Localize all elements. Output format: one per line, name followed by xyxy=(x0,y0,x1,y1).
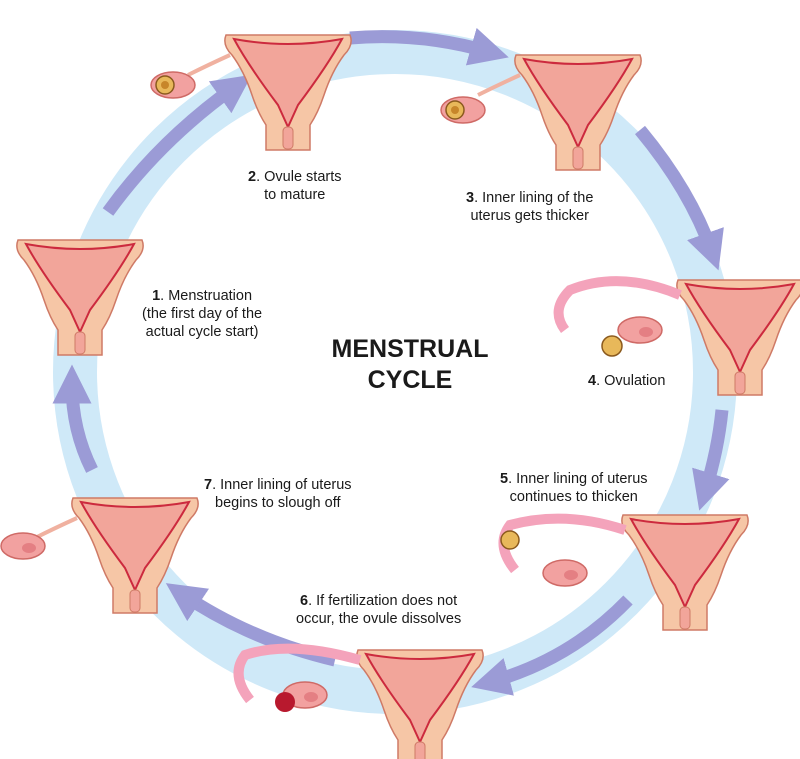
uterus-stage-7 xyxy=(0,497,200,614)
stage-label-6: 6. If fertilization does not occur, the … xyxy=(296,593,462,627)
arrow-4-to-5 xyxy=(692,409,730,511)
diagram-title: MENSTRUAL CYCLE xyxy=(290,334,530,396)
stage-label-1: 1. Menstruation (the first day of the ac… xyxy=(142,288,263,340)
fallopian-tube xyxy=(553,276,682,333)
fallopian-tube xyxy=(233,643,362,704)
stage-label-7: 7. Inner lining of uterus begins to slou… xyxy=(204,477,352,511)
arrow-7-to-1 xyxy=(52,364,98,473)
uterus-stage-5 xyxy=(498,513,750,631)
uterus-stage-2 xyxy=(150,34,353,151)
arrow-2-to-3 xyxy=(349,27,509,66)
uterus-stage-4 xyxy=(553,276,800,396)
stage-label-2: 2. Ovule starts to mature xyxy=(248,169,342,203)
title-line-2: CYCLE xyxy=(367,366,453,394)
title-line-1: MENSTRUAL xyxy=(331,335,489,363)
arrow-5-to-6 xyxy=(471,595,633,696)
stage-label-5: 5. Inner lining of uterus continues to t… xyxy=(500,471,648,505)
fallopian-tube xyxy=(498,513,627,574)
arrow-1-to-2 xyxy=(102,74,252,216)
uterus-stage-1 xyxy=(15,239,145,356)
uterus-stage-3 xyxy=(440,54,643,171)
stage-label-4: 4. Ovulation xyxy=(588,373,666,389)
stage-label-3: 3. Inner lining of the uterus gets thick… xyxy=(466,190,594,224)
uterus-stage-6 xyxy=(233,643,485,759)
arrow-3-to-4 xyxy=(635,125,724,271)
